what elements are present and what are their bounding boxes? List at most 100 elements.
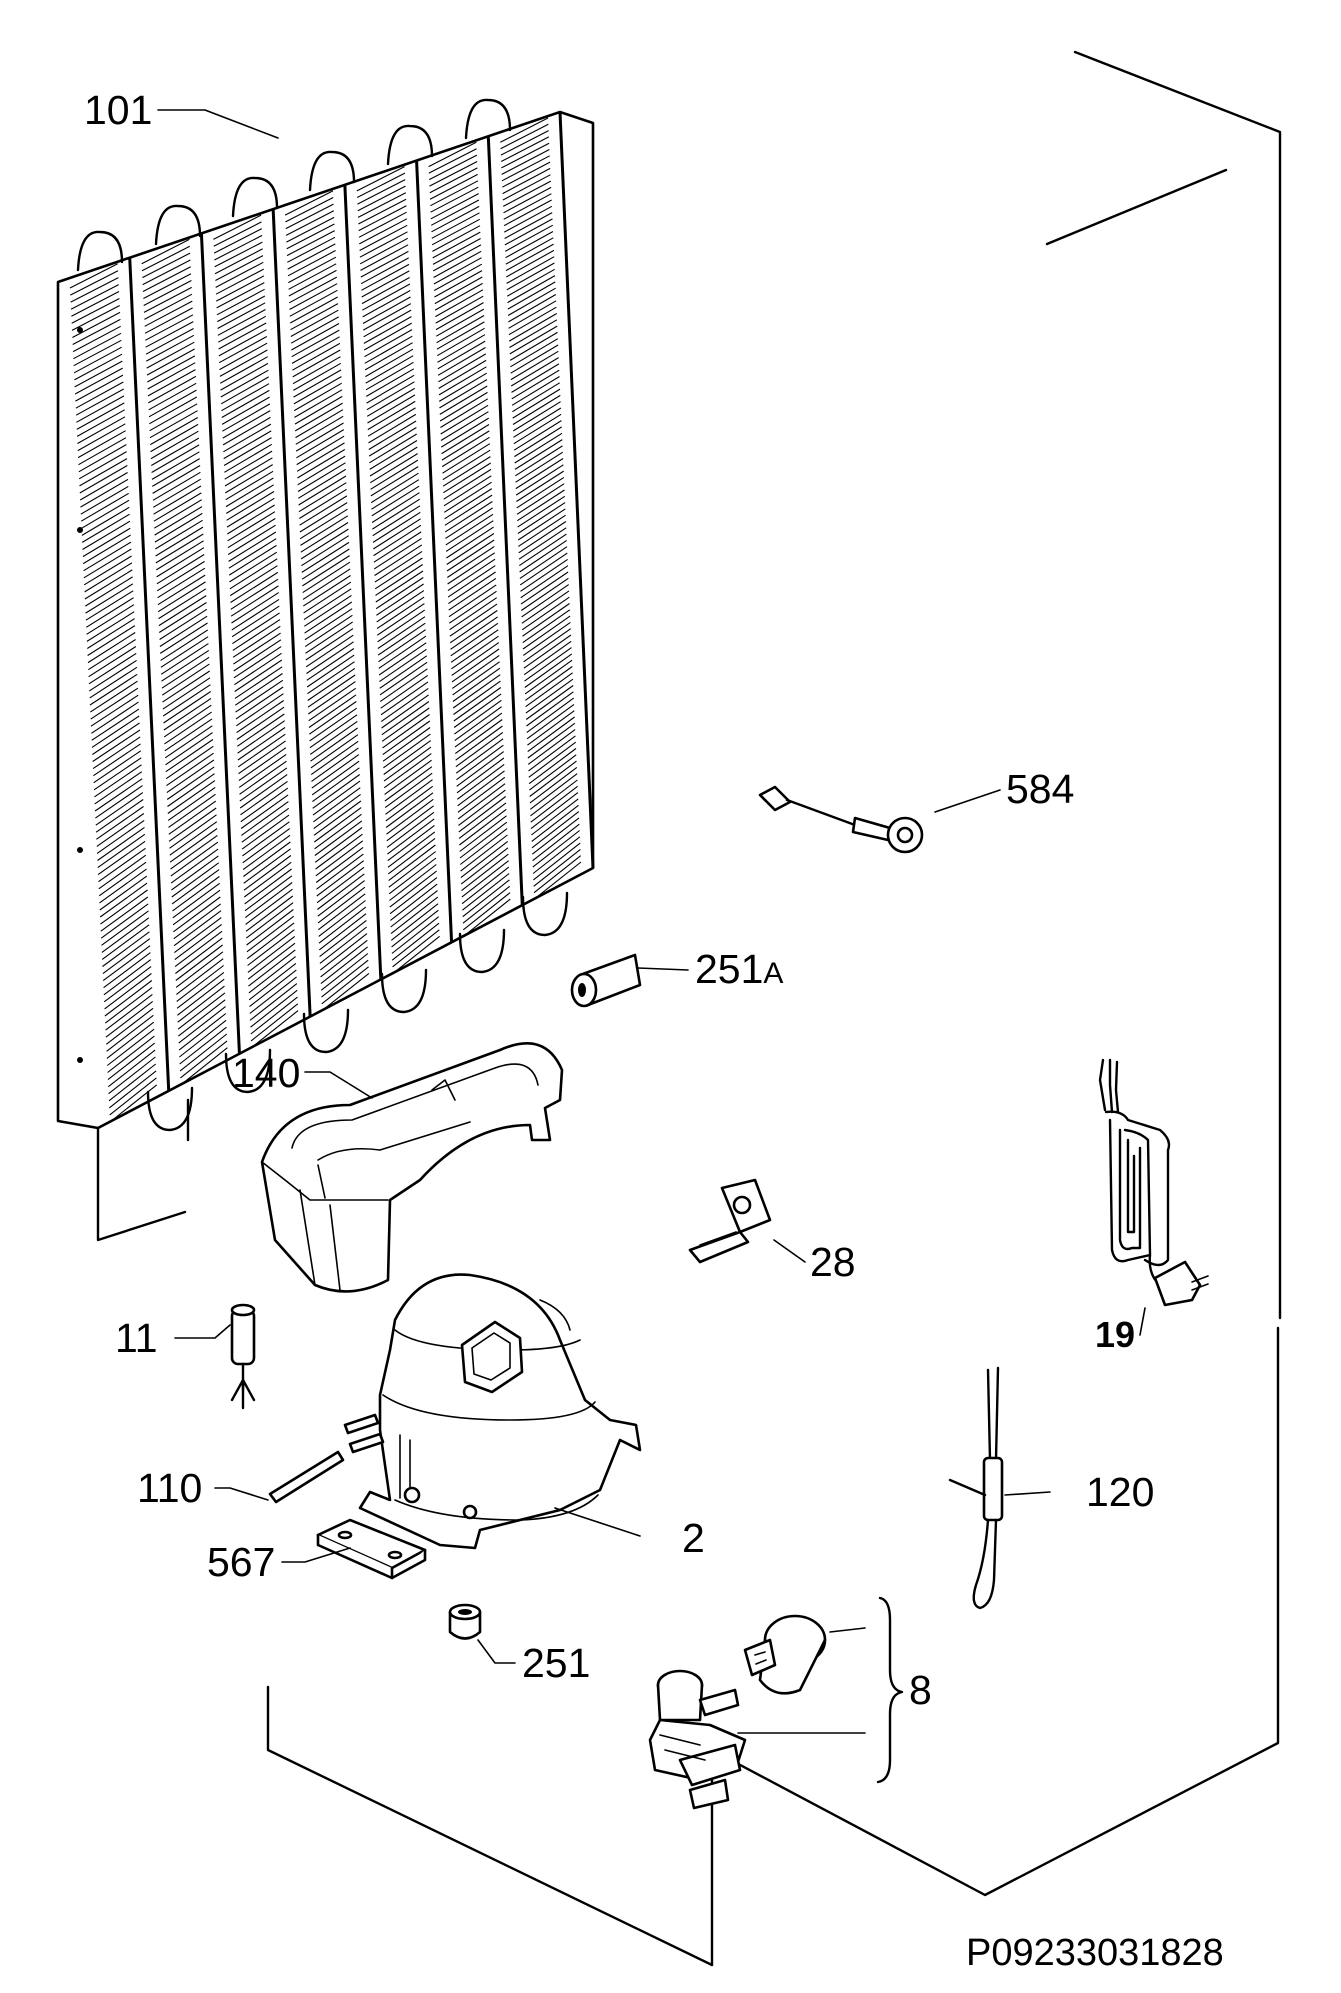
fin-line <box>85 590 134 621</box>
fin-line <box>457 776 506 813</box>
fin-line <box>446 533 495 565</box>
fin-line <box>237 733 286 768</box>
fin-line <box>377 622 426 656</box>
fin-line <box>173 903 222 940</box>
fin-line <box>515 458 564 490</box>
fin-line <box>84 569 133 600</box>
label-567: 567 <box>207 1539 275 1585</box>
fin-line <box>246 915 295 953</box>
fin-line <box>385 792 434 828</box>
fin-line <box>160 629 209 661</box>
fin-line <box>357 185 406 212</box>
tube-loop <box>386 124 434 166</box>
cabinet-outline <box>266 50 1282 1967</box>
fin-line <box>145 328 194 355</box>
fin-line <box>245 888 293 925</box>
fin-line <box>382 720 431 756</box>
fin-line <box>366 374 415 404</box>
fin-line <box>244 875 293 912</box>
mounting-plate <box>316 1518 427 1580</box>
fin-line <box>432 225 481 252</box>
fin-line <box>244 868 292 905</box>
fin-line <box>82 520 131 550</box>
fin-line <box>317 880 365 917</box>
tube-loop <box>76 230 124 272</box>
fin-line <box>304 608 353 641</box>
fin-line <box>516 470 564 502</box>
fin-line <box>144 307 193 334</box>
fin-line <box>386 811 435 848</box>
fin-line <box>225 464 273 494</box>
fin-line <box>300 528 349 560</box>
fin-line <box>108 1056 156 1095</box>
fin-line <box>159 608 208 640</box>
fin-line <box>428 148 477 174</box>
fin-line <box>109 1084 158 1123</box>
fin-line <box>305 634 354 668</box>
fin-line <box>306 654 355 688</box>
fin-line <box>515 464 564 496</box>
fin-line <box>221 383 270 412</box>
temperature-sensor <box>948 1366 1004 1610</box>
fin-line <box>461 860 509 898</box>
fin-line <box>149 396 198 425</box>
fin-line <box>216 288 265 316</box>
fin-line <box>454 719 503 755</box>
fin-line <box>107 1049 156 1088</box>
fin-line <box>81 506 130 536</box>
fin-line <box>147 369 196 397</box>
fin-line <box>297 455 346 486</box>
fin-line <box>221 389 270 418</box>
label-110: 110 <box>137 1465 202 1511</box>
fin-line <box>522 609 571 644</box>
fin-line <box>104 980 153 1017</box>
fin-line <box>242 828 291 864</box>
tube-loop <box>154 204 202 246</box>
fin-line <box>229 551 278 583</box>
fin-line <box>444 488 493 520</box>
fin-line <box>366 368 415 397</box>
fin-line <box>532 836 581 874</box>
fin-line <box>372 505 421 537</box>
fin-line <box>501 155 550 182</box>
fin-line <box>292 349 341 378</box>
fin-line <box>73 346 122 374</box>
fin-line <box>286 230 335 257</box>
fin-line <box>170 834 218 870</box>
fin-line <box>227 518 276 549</box>
fin-line <box>531 811 580 849</box>
fin-line <box>232 625 281 658</box>
fin-line <box>509 325 558 355</box>
fin-line <box>219 356 268 384</box>
fin-line <box>218 322 267 350</box>
fin-line <box>157 574 206 606</box>
label-101: 101 <box>84 87 152 133</box>
fin-line <box>249 969 297 1008</box>
fin-line <box>226 497 275 528</box>
condenser-fins <box>69 111 595 1123</box>
fin-line <box>526 691 574 727</box>
fin-line <box>430 193 479 220</box>
fin-line <box>215 261 264 288</box>
fin-line <box>71 298 120 324</box>
fin-line <box>373 518 421 550</box>
fin-line <box>453 680 501 715</box>
fin-line <box>444 481 492 513</box>
fin-line <box>93 743 141 777</box>
fin-line <box>529 754 577 791</box>
fin-line <box>237 727 286 761</box>
fin-line <box>249 983 298 1021</box>
fin-line <box>371 479 420 510</box>
tube-loop <box>521 891 569 937</box>
fin-line <box>520 558 568 592</box>
fin-line <box>72 318 121 345</box>
fin-line <box>433 263 483 291</box>
fin-line <box>525 678 574 714</box>
fin-line <box>387 837 436 875</box>
fin-line <box>437 340 486 370</box>
fin-line <box>142 252 191 279</box>
fin-line <box>144 300 193 327</box>
fin-line <box>434 282 483 311</box>
fin-line <box>531 804 579 842</box>
fin-line <box>518 521 567 554</box>
